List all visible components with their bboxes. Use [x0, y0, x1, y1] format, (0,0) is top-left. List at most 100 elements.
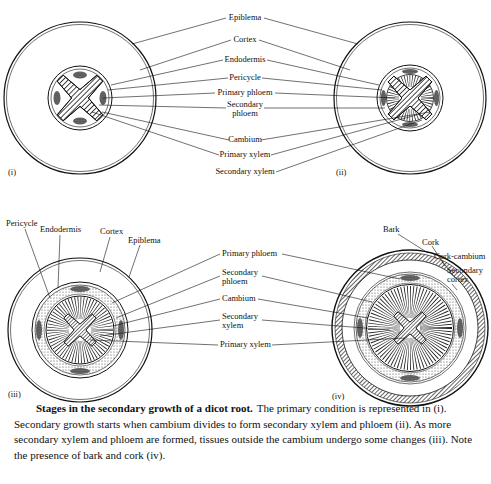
xylem-fill	[64, 314, 96, 346]
epiblema-ring	[334, 22, 486, 174]
primary-xylem	[394, 312, 426, 344]
leader-line	[275, 93, 395, 98]
leader-line	[262, 78, 382, 90]
leader-line	[58, 235, 60, 288]
leader-line	[276, 120, 422, 172]
caption-title: Stages in the secondary growth of a dico…	[36, 402, 253, 414]
part-label: Bark	[383, 225, 413, 234]
primary-phloem-patch	[381, 90, 386, 106]
leader-line	[272, 338, 405, 345]
part-label: Primary phloem	[200, 88, 290, 97]
leader-line	[129, 245, 140, 277]
endodermis-ring	[377, 65, 443, 131]
leader-line	[92, 112, 219, 155]
secondary-xylem	[384, 302, 436, 354]
xylem-hatch	[57, 75, 103, 121]
secondary-phloem-ring	[356, 274, 464, 382]
root-section-iii	[8, 258, 152, 402]
part-label: (iii)	[8, 390, 38, 399]
leader-line	[282, 254, 400, 279]
part-label: (ii)	[336, 168, 366, 177]
part-label: Cortex	[100, 227, 140, 236]
part-label: Cambium	[200, 135, 290, 144]
epiblema-ring	[8, 258, 152, 402]
leader-line	[102, 112, 229, 140]
primary-phloem-patch	[70, 286, 90, 292]
part-label: Epiblema	[128, 236, 173, 245]
part-label: Secondary phloem	[222, 268, 266, 286]
primary-phloem-patch	[73, 72, 87, 79]
leader-line	[267, 60, 379, 85]
part-label: Secondary xylem	[200, 167, 290, 176]
leader-line	[108, 78, 228, 90]
leader-line	[116, 276, 220, 318]
leader-lines	[25, 18, 457, 345]
leader-line	[264, 18, 358, 44]
figure-caption: Stages in the secondary growth of a dico…	[14, 401, 480, 463]
primary-phloem-patch	[434, 90, 439, 106]
leader-line	[100, 237, 110, 272]
part-label: Secondary cortex	[447, 266, 489, 284]
primary-phloem-patch	[118, 320, 124, 340]
part-label: Cork-cambium	[434, 252, 491, 261]
root-section-iv	[332, 250, 488, 406]
leader-line	[25, 229, 50, 298]
part-label: Endodermis	[200, 55, 290, 64]
pericycle-ring	[35, 285, 125, 375]
leader-line	[103, 93, 215, 98]
secondary-xylem	[58, 308, 102, 352]
part-label: Epiblema	[200, 13, 290, 22]
xylem-hatch	[64, 314, 96, 346]
leader-line	[262, 320, 390, 330]
part-label: Secondary xylem	[222, 312, 266, 330]
part-label: Cambium	[222, 294, 272, 303]
leader-line	[99, 105, 226, 108]
part-label: Secondary phloem	[222, 100, 268, 118]
primary-xylem	[64, 314, 96, 346]
primary-phloem-patch	[54, 91, 61, 105]
leader-line	[271, 114, 420, 155]
primary-phloem-patch	[36, 320, 42, 340]
leader-line	[452, 284, 457, 290]
primary-phloem-patch	[73, 118, 87, 125]
leader-line	[262, 276, 372, 302]
secondary-phloem-edge	[44, 294, 116, 366]
cambium-ring	[367, 285, 454, 372]
root-section-ii	[334, 22, 486, 174]
leader-line	[111, 60, 223, 85]
root-section-i	[4, 22, 156, 174]
primary-phloem-patch	[400, 275, 420, 281]
epiblema-ring	[11, 261, 150, 400]
endodermis-ring	[32, 282, 128, 378]
leader-line	[264, 108, 385, 109]
epiblema-ring	[337, 25, 484, 172]
primary-xylem	[57, 75, 103, 121]
part-label: Primary xylem	[200, 150, 290, 159]
bark-ring	[332, 250, 488, 406]
pericycle-ring	[51, 69, 109, 127]
part-label: Cortex	[200, 35, 290, 44]
leader-line	[140, 40, 231, 70]
epiblema-ring	[4, 22, 156, 174]
part-label: Endodermis	[40, 225, 90, 234]
part-label: Primary phloem	[222, 249, 292, 258]
leader-line	[90, 340, 218, 345]
secondary-phloem-edge	[365, 283, 455, 373]
leader-line	[259, 40, 350, 70]
xylem-fill	[394, 312, 426, 344]
primary-phloem-patch	[402, 69, 418, 74]
epiblema-ring	[7, 25, 154, 172]
primary-phloem-patch	[70, 368, 90, 374]
xylem-hatch	[394, 312, 426, 344]
endodermis-ring	[48, 66, 112, 130]
leader-line	[258, 299, 368, 318]
endodermis-ring	[354, 272, 466, 384]
xylem-fill	[57, 75, 103, 121]
part-label: Pericycle	[200, 73, 290, 82]
part-label: Cork	[422, 238, 452, 247]
leader-line	[100, 320, 220, 336]
cambium-ring	[46, 296, 114, 364]
primary-phloem-patch	[400, 375, 420, 381]
leader-line	[112, 254, 220, 303]
